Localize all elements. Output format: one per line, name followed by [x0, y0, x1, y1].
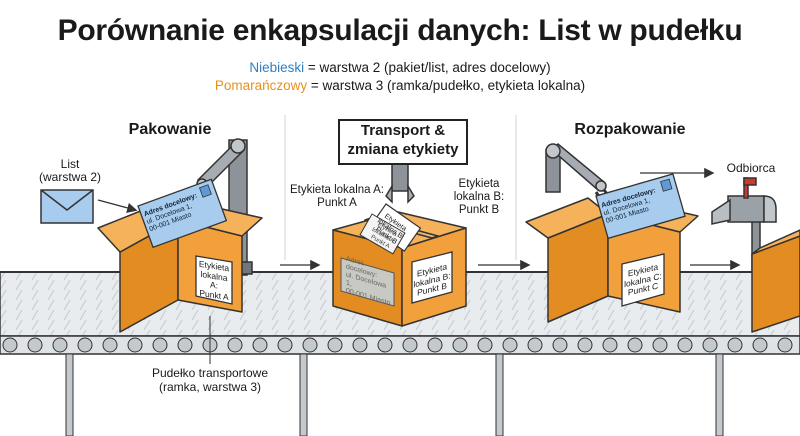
letter-label-line2: (warstwa 2): [38, 170, 101, 184]
robot-arm-3: [545, 142, 614, 205]
box-next: [751, 229, 800, 333]
sign-line1: Transport &: [360, 122, 446, 139]
envelope-icon: [40, 189, 94, 224]
label-tag-a-old: [359, 213, 406, 255]
robot-arm-2: [385, 160, 415, 204]
local-label-a-1: [195, 255, 233, 305]
letter-label: List (warstwa 2): [30, 158, 110, 184]
page-title: Porównanie enkapsulacji danych: List w p…: [57, 14, 743, 47]
legend-blue-word: Niebieski: [249, 60, 305, 75]
box-caption-line2: (ramka, warstwa 3): [158, 380, 262, 394]
left-label-line1: Etykieta lokalna A:: [290, 184, 384, 196]
letter-label-line1: List: [60, 157, 80, 171]
address-card-3: [595, 173, 686, 240]
local-label-a-text: Etykieta lokalna A: Punkt A: [196, 259, 232, 303]
stage-title-packing: Pakowanie: [128, 121, 212, 138]
legend-orange-word: Pomarańczowy: [214, 78, 308, 93]
address-card-1: [137, 178, 228, 249]
flow-arrows: [97, 167, 741, 271]
transport-left-label: Etykieta lokalna A: Punkt A: [283, 184, 391, 210]
left-label-line2: Punkt A: [317, 197, 357, 209]
box-caption: Pudełko transportowe (ramka, warstwa 3): [130, 366, 290, 394]
sign-line2: zmiana etykiety: [347, 141, 459, 158]
old-label-side: [340, 257, 395, 307]
right-label-line3: Punkt B: [458, 204, 500, 216]
box-caption-line1: Pudełko transportowe: [151, 366, 269, 380]
stage-title-unpacking: Rozpakowanie: [574, 121, 686, 138]
mailbox-icon: [711, 177, 777, 271]
legend-blue-text: = warstwa 2 (pakiet/list, adres docelowy…: [304, 60, 551, 75]
legend-blue: Niebieski = warstwa 2 (pakiet/list, adre…: [0, 60, 800, 75]
transport-sign: Transport & zmiana etykiety: [338, 119, 468, 165]
local-label-b-side: [411, 251, 453, 304]
right-label-line2: lokalna B:: [453, 191, 505, 203]
legend-orange-text: = warstwa 3 (ramka/pudełko, etykieta lok…: [307, 78, 586, 93]
recipient-label: Odbiorca: [726, 161, 776, 175]
transport-right-label: Etykieta lokalna B: Punkt B: [444, 178, 514, 217]
right-label-line1: Etykieta: [458, 178, 500, 190]
local-label-c: [621, 253, 665, 307]
legend-orange: Pomarańczowy = warstwa 3 (ramka/pudełko,…: [0, 78, 800, 93]
